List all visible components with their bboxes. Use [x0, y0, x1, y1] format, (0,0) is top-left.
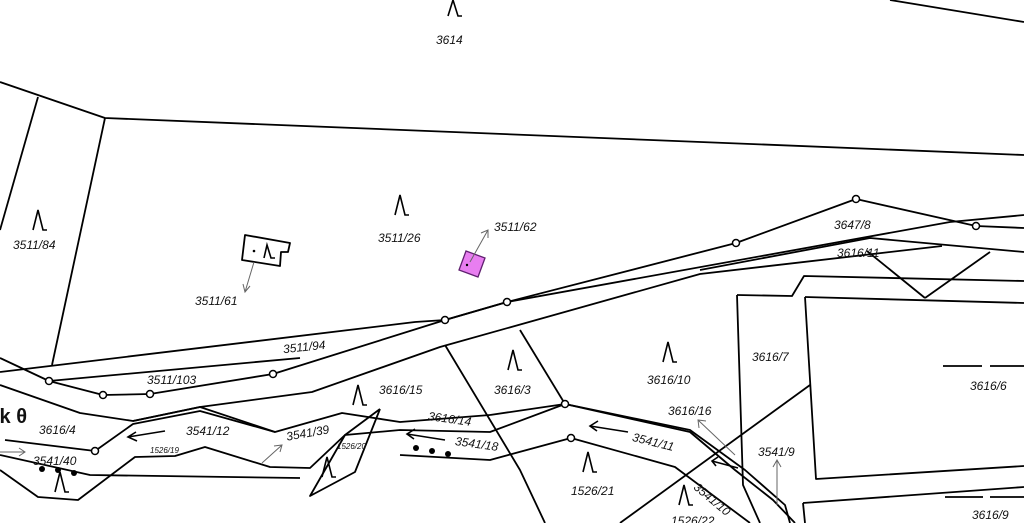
- parcel-label[interactable]: 3511/103: [147, 373, 197, 387]
- parcel-label[interactable]: 1526/21: [571, 484, 615, 498]
- parcel-label[interactable]: 3614: [436, 33, 463, 47]
- direction-arrows: [0, 229, 782, 505]
- parcel-label[interactable]: 1526/19: [150, 446, 179, 455]
- parcel-label[interactable]: 3616/7: [752, 350, 789, 364]
- survey-points: [39, 194, 981, 476]
- parcel-label[interactable]: 3511/84: [13, 238, 56, 252]
- parcel-label[interactable]: 3616/10: [647, 373, 691, 387]
- parcel-label[interactable]: 3541/40: [33, 454, 77, 468]
- parcel-label[interactable]: 3616/9: [972, 508, 1009, 522]
- parcel-label[interactable]: 3511/61: [195, 294, 238, 308]
- parcel-label[interactable]: 3511/26: [378, 231, 421, 245]
- parcel-label[interactable]: 3616/16: [668, 404, 712, 418]
- parcel-label[interactable]: 3541/9: [758, 445, 795, 459]
- parcel-label[interactable]: 3616/15: [379, 383, 423, 397]
- parcel-label[interactable]: 3616/4: [39, 423, 76, 437]
- parcel-label[interactable]: 1526/22: [671, 514, 715, 523]
- parcel-label[interactable]: 3647/8: [834, 218, 871, 232]
- parcel-label[interactable]: 3616/3: [494, 383, 531, 397]
- building-outline: [241, 234, 291, 267]
- parcel-label[interactable]: 3616/6: [970, 379, 1007, 393]
- parcel-label[interactable]: 3616/11: [837, 246, 880, 260]
- highlighted-building[interactable]: [458, 250, 486, 278]
- cut-off-text-fragment: ík θ: [0, 406, 28, 428]
- parcel-label[interactable]: 3541/12: [186, 424, 230, 438]
- parcel-label[interactable]: 3511/62: [494, 220, 537, 234]
- land-use-symbols: [32, 0, 693, 506]
- parcel-label[interactable]: 1526/20: [337, 442, 366, 451]
